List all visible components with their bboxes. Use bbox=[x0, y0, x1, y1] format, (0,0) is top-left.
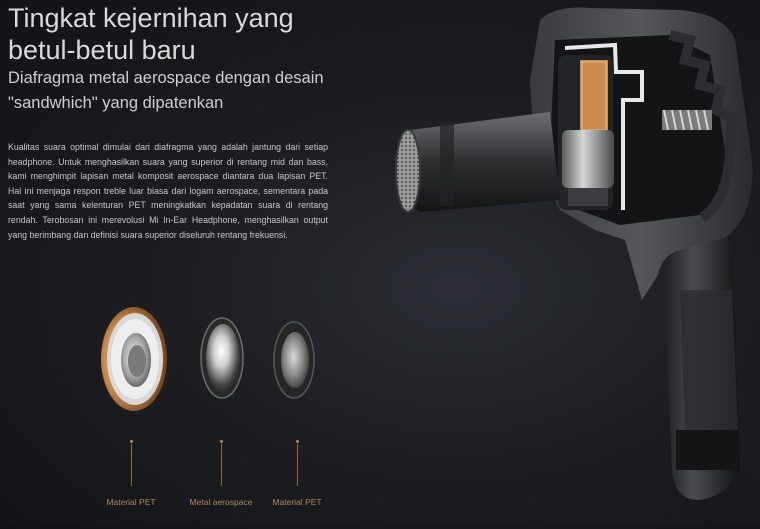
description-text: Kualitas suara optimal dimulai dari diaf… bbox=[8, 142, 328, 240]
layer-label-pet-1: Material PET bbox=[106, 497, 156, 507]
leader-line-1 bbox=[131, 444, 132, 486]
subtitle-line-2: "sandwhich" yang dipatenkan bbox=[8, 94, 224, 112]
title-line-2: betul-betul baru bbox=[8, 35, 196, 65]
leader-line-3 bbox=[297, 444, 298, 486]
title-line-1: Tingkat kejernihan yang bbox=[8, 3, 294, 33]
pet-disc-rear-graphic bbox=[273, 321, 315, 399]
leader-dot-1 bbox=[130, 440, 133, 443]
spring-graphic bbox=[662, 109, 712, 131]
layer-label-pet-2: Material PET bbox=[272, 497, 322, 507]
leader-dot-2 bbox=[220, 440, 223, 443]
page-subtitle: Diafragma metal aerospace dengan desain … bbox=[8, 66, 368, 116]
metal-aerospace-disc bbox=[199, 316, 245, 400]
leader-line-2 bbox=[221, 444, 222, 486]
pet-disc-front bbox=[95, 300, 173, 418]
leader-dot-3 bbox=[296, 440, 299, 443]
pet-disc-rear bbox=[272, 320, 316, 400]
earphone-cutaway-graphic bbox=[395, 7, 753, 500]
metal-aerospace-disc-graphic bbox=[200, 317, 244, 399]
earphone-cutaway-illustration bbox=[380, 0, 760, 524]
subtitle-line-1: Diafragma metal aerospace dengan desain bbox=[8, 69, 324, 87]
page-title: Tingkat kejernihan yang betul-betul baru bbox=[8, 2, 368, 66]
pet-disc-front-graphic bbox=[101, 307, 167, 411]
layer-label-metal: Metal aerospace bbox=[189, 497, 253, 507]
diaphragm-layers: Material PET Metal aerospace Material PE… bbox=[0, 280, 380, 524]
